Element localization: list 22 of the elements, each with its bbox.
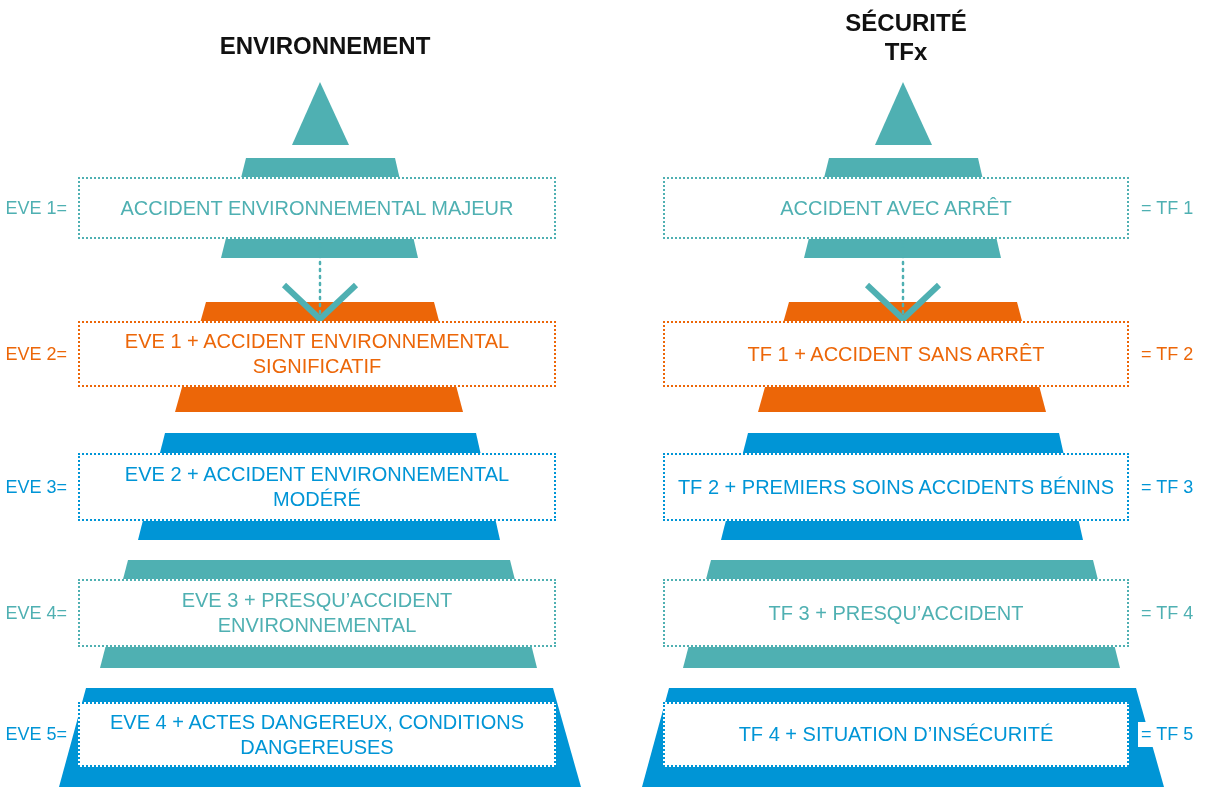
level-text: TF 3 + PRESQU’ACCIDENT xyxy=(767,600,1025,626)
level-box xyxy=(663,453,1129,521)
level-text: EVE 2 + ACCIDENT ENVIRONNEMENTAL MODÉRÉ xyxy=(123,462,511,512)
level-text: TF 1 + ACCIDENT SANS ARRÊT xyxy=(746,341,1046,367)
column-title: SÉCURITÉ TFx xyxy=(844,8,968,66)
level-text: EVE 4 + ACTES DANGEREUX, CONDITIONS DANGEREUSES xyxy=(109,709,525,760)
level-box xyxy=(78,702,556,767)
level-box xyxy=(78,321,556,387)
level-text: TF 2 + PREMIERS SOINS ACCIDENTS BÉNINS xyxy=(676,474,1116,500)
level-box xyxy=(663,579,1129,647)
level-text: TF 4 + SITUATION D’INSÉCURITÉ xyxy=(737,722,1055,747)
level-text: ACCIDENT ENVIRONNEMENTAL MAJEUR xyxy=(119,195,515,221)
level-box xyxy=(663,702,1129,767)
level-text: ACCIDENT AVEC ARRÊT xyxy=(779,195,1013,221)
column-title: ENVIRONNEMENT xyxy=(218,31,432,60)
level-text: EVE 3 + PRESQU’ACCIDENT ENVIRONNEMENTAL xyxy=(180,588,454,638)
level-box xyxy=(663,321,1129,387)
level-box xyxy=(78,453,556,521)
level-box xyxy=(78,579,556,647)
level-text: EVE 1 + ACCIDENT ENVIRONNEMENTAL SIGNIFICATIF xyxy=(123,329,511,379)
level-box xyxy=(663,177,1129,239)
level-box xyxy=(78,177,556,239)
